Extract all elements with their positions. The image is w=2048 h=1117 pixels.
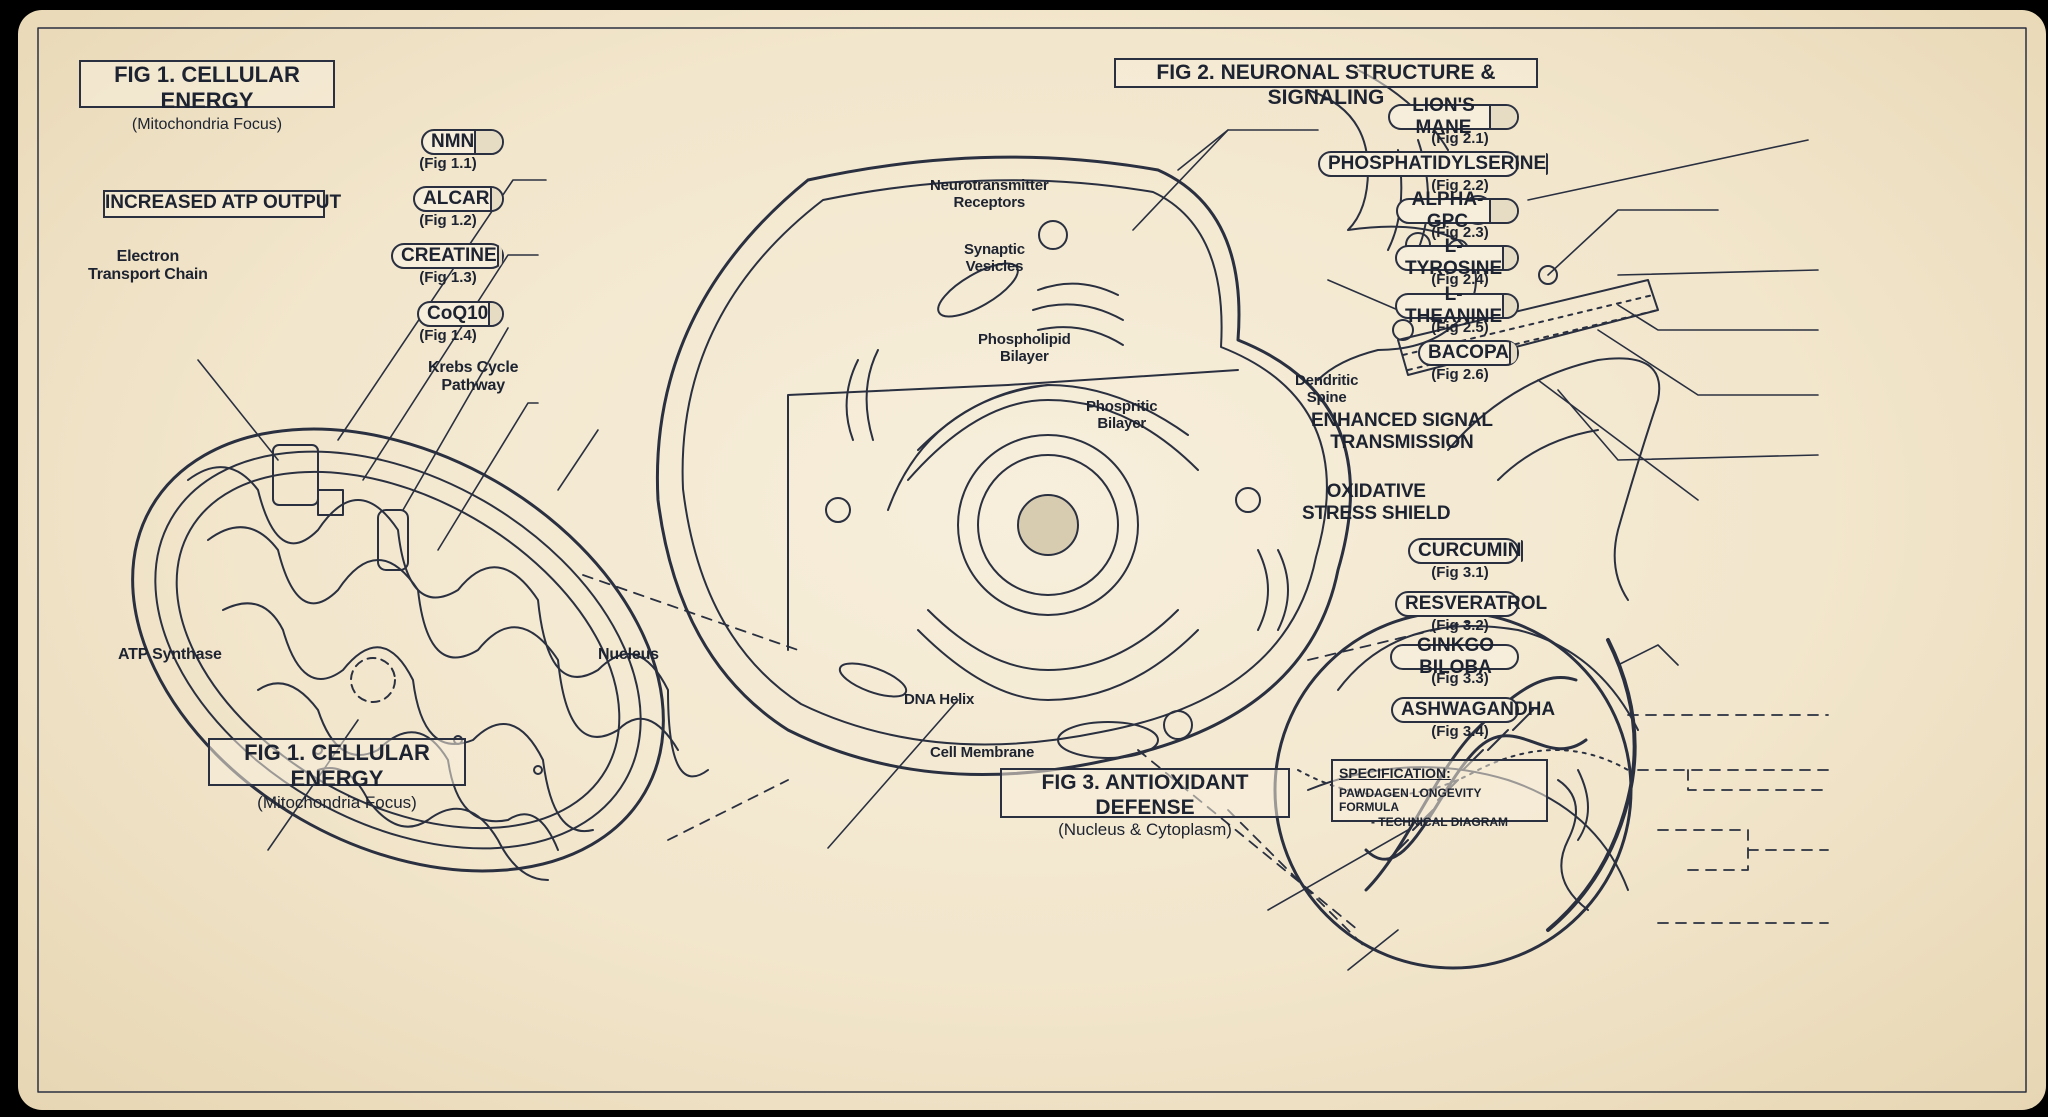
dashed-connectors: [582, 574, 1829, 951]
ingredient-ref: (Fig 2.3): [1431, 224, 1489, 241]
ingredient-ref: (Fig 1.3): [419, 269, 477, 286]
capsule-cap-icon: [488, 303, 502, 325]
ingredient-pill-creatine: CREATINE: [391, 243, 504, 269]
fig1-top-subtitle: (Mitochondria Focus): [131, 115, 283, 133]
ingredient-pill-l-tyrosine: L-TYROSINE: [1395, 236, 1519, 279]
ingredient-pill-resveratrol: RESVERATROL: [1395, 591, 1547, 617]
ingredient-name: CREATINE: [401, 245, 497, 266]
ingredient-ref: (Fig 1.4): [419, 327, 477, 344]
ingredient-name: RESVERATROL: [1405, 593, 1548, 614]
fig1-top-title: FIG 1. CELLULAR ENERGY: [114, 62, 300, 114]
capsule-cap-icon: [496, 245, 502, 267]
capsule-cap-icon: [474, 131, 502, 153]
fig1-bottom-title: FIG 1. CELLULAR ENERGY: [244, 740, 430, 792]
ingredient-ref: (Fig 1.1): [419, 155, 477, 172]
atp-output-heading: INCREASED ATP OUTPUT: [103, 190, 341, 218]
ingredient-ref: (Fig 2.2): [1431, 177, 1489, 194]
annotation-phospritic-bilayer: Phospritic Bilayer: [1086, 398, 1158, 433]
capsule-cap-icon: [1489, 106, 1517, 128]
ingredient-name: PHOSPHATIDYLSERINE: [1328, 153, 1547, 174]
annotation-nucleus: Nucleus: [598, 646, 659, 663]
ingredient-name: GINKGO BILOBA: [1416, 635, 1495, 678]
ingredient-pill-l-theanine: L-THEANINE: [1395, 284, 1519, 327]
specification-line1: PAWDAGEN LONGEVITY FORMULA: [1339, 785, 1482, 815]
annotation-dendritic-spine: Dendritic Spine: [1295, 372, 1359, 407]
ingredient-name: ALPHA-GPC: [1411, 189, 1484, 232]
signal-transmission-heading: ENHANCED SIGNAL TRANSMISSION: [1311, 410, 1493, 453]
ingredient-ref: (Fig 3.2): [1431, 617, 1489, 634]
ingredient-ref: (Fig 2.4): [1431, 271, 1489, 288]
fig2-title: FIG 2. NEURONAL STRUCTURE & SIGNALING: [1114, 58, 1538, 109]
annotation-neurotransmitter-receptors: Neurotransmitter Receptors: [930, 177, 1049, 212]
ingredient-name: ALCAR: [423, 188, 490, 209]
ingredient-name: L-TYROSINE: [1405, 236, 1503, 279]
fig3-panel: FIG 3. ANTIOXIDANT DEFENSE (Nucleus & Cy…: [1000, 768, 1290, 839]
ingredient-pill-alpha-gpc: ALPHA-GPC: [1396, 189, 1519, 232]
ingredient-name: CURCUMIN: [1418, 540, 1522, 561]
annotation-synaptic-vesicles: Synaptic Vesicles: [964, 241, 1025, 276]
ingredient-pill-curcumin: CURCUMIN: [1408, 538, 1524, 564]
ingredient-pill-ashwagandha: ASHWAGANDHA: [1391, 697, 1555, 723]
ingredient-name: BACOPA: [1428, 342, 1509, 363]
ingredient-ref: (Fig 2.5): [1431, 319, 1489, 336]
cell-illustration: [655, 155, 1352, 777]
ingredient-name: LION'S MANE: [1412, 95, 1475, 138]
ingredient-pill-phosphatidylserine: PHOSPHATIDYLSERINE: [1318, 151, 1549, 177]
leader-lines: [197, 129, 1819, 971]
ingredient-ref: (Fig 3.4): [1431, 723, 1489, 740]
specification-line2: - TECHNICAL DIAGRAM: [1370, 814, 1509, 829]
capsule-cap-icon: [1546, 153, 1549, 175]
annotation-atp-synthase: ATP Synthase: [118, 646, 222, 663]
ingredient-name: ASHWAGANDHA: [1401, 699, 1556, 720]
fig1-bottom-panel: FIG 1. CELLULAR ENERGY (Mitochondria Foc…: [208, 738, 466, 812]
capsule-cap-icon: [1521, 540, 1524, 562]
ingredient-pill-lions-mane: LION'S MANE: [1388, 95, 1519, 138]
fig3-subtitle: (Nucleus & Cytoplasm): [1058, 820, 1232, 840]
ingredient-ref: (Fig 3.3): [1431, 670, 1489, 687]
ingredient-ref: (Fig 2.6): [1431, 366, 1489, 383]
ingredient-pill-bacopa: BACOPA: [1418, 340, 1519, 366]
capsule-cap-icon: [1502, 295, 1517, 317]
ingredient-pill-ginkgo-biloba: GINKGO BILOBA: [1390, 635, 1519, 678]
ingredient-pill-coq10: CoQ10: [417, 301, 504, 327]
capsule-cap-icon: [489, 188, 502, 210]
ingredient-ref: (Fig 3.1): [1431, 564, 1489, 581]
ingredient-pill-nmn: NMN: [421, 129, 504, 155]
capsule-cap-icon: [1489, 200, 1517, 222]
ingredient-name: CoQ10: [427, 303, 489, 324]
annotation-cell-membrane: Cell Membrane: [930, 744, 1035, 761]
ingredient-name: L-THEANINE: [1405, 284, 1503, 327]
annotation-dna-helix: DNA Helix: [904, 691, 975, 708]
blueprint-sheet: FIG 1. CELLULAR ENERGY (Mitochondria Foc…: [18, 10, 2046, 1110]
capsule-cap-icon: [1508, 342, 1517, 364]
ingredient-ref: (Fig 1.2): [419, 212, 477, 229]
diagram-artwork: [37, 27, 2027, 1093]
sheet-frame: [37, 27, 2027, 1093]
annotation-phospholipid-bilayer: Phospholipid Bilayer: [978, 331, 1071, 366]
fig1-bottom-subtitle: (Mitochondria Focus): [257, 792, 417, 812]
annotation-electron-transport-chain: Electron Transport Chain: [88, 248, 208, 284]
ingredient-ref: (Fig 2.1): [1431, 130, 1489, 147]
specification-box: SPECIFICATION: PAWDAGEN LONGEVITY FORMUL…: [1331, 759, 1548, 829]
oxidative-stress-heading: OXIDATIVE STRESS SHIELD: [1302, 481, 1451, 524]
fig3-title: FIG 3. ANTIOXIDANT DEFENSE: [1041, 771, 1249, 820]
ingredient-name: NMN: [431, 131, 475, 152]
fig1-top-panel: FIG 1. CELLULAR ENERGY (Mitochondria Foc…: [79, 60, 335, 133]
annotation-krebs-cycle: Krebs Cycle Pathway: [428, 359, 519, 395]
specification-label: SPECIFICATION:: [1339, 765, 1451, 781]
ingredient-pill-alcar: ALCAR: [413, 186, 504, 212]
capsule-cap-icon: [1502, 247, 1517, 269]
